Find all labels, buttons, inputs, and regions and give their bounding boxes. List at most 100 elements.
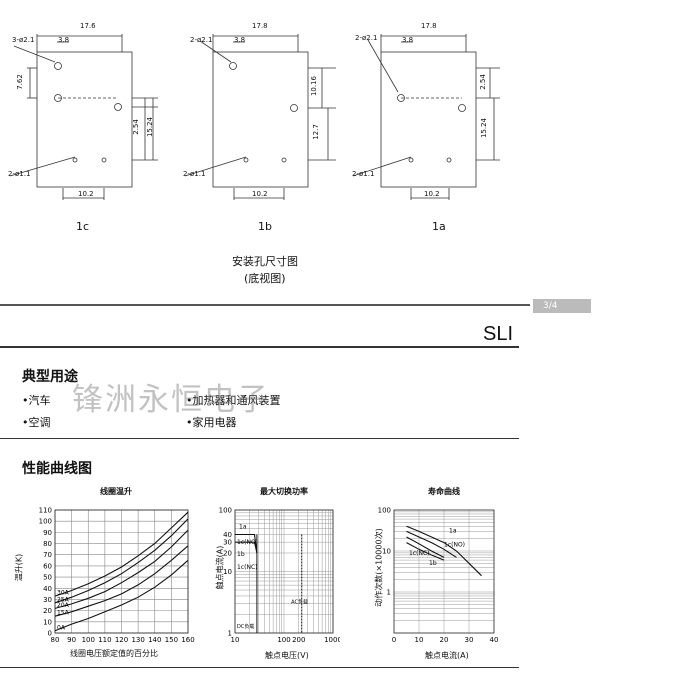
dim-hole-a-1b: 2-ø2.1 <box>190 36 213 44</box>
series-line-0A <box>54 559 189 632</box>
x-tick-label: 120 <box>115 636 128 644</box>
x-tick-label: 10 <box>415 636 424 644</box>
y-tick-label: 80 <box>43 540 52 548</box>
dim-hole-a-1c: 3-ø2.1 <box>12 36 35 44</box>
label-ac-load: AC负载 <box>291 599 308 606</box>
y-tick-label: 90 <box>43 529 52 537</box>
dim-v1-1b: 10.16 <box>310 75 319 97</box>
label-1b: 1b <box>237 551 245 558</box>
x-tick-label: 40 <box>490 636 499 644</box>
y-tick-label: 20 <box>223 549 232 557</box>
dim-width-1c: 17.6 <box>80 22 96 30</box>
dim-bottom-1a: 10.2 <box>424 190 440 198</box>
dim-hole-b-1a: 2-ø1.1 <box>352 170 375 178</box>
dim-v2-1a: 15.24 <box>480 117 489 139</box>
dim-v1-1c: 7.62 <box>15 74 24 90</box>
usage-item: •加热器和通风装置 <box>186 394 281 407</box>
drawing-subtitle: (底视图) <box>244 272 286 285</box>
series-label-1c(NO): 1c(NO) <box>444 541 465 548</box>
y-tick-label: 40 <box>223 531 232 539</box>
dim-width-1a: 17.8 <box>421 22 437 30</box>
usage-rule <box>0 438 519 439</box>
y-tick-label: 10 <box>223 568 232 576</box>
x-tick-label: 30 <box>465 636 474 644</box>
watermark: 锋洲永恒电子 <box>72 382 270 418</box>
dim-offset-1a: 3.8 <box>402 36 414 44</box>
chart1-ylabel: 温升(K) <box>14 553 24 582</box>
y-tick-label: 1 <box>387 589 391 597</box>
y-tick-label: 40 <box>43 585 52 593</box>
x-tick-label: 100 <box>277 636 290 644</box>
dim-v1-1a: 2.54 <box>478 74 487 90</box>
x-tick-label: 0 <box>392 636 396 644</box>
plot-frame <box>234 509 334 634</box>
series-rule <box>0 346 519 348</box>
x-tick-label: 200 <box>292 636 305 644</box>
x-tick-label: 150 <box>165 636 178 644</box>
caption-1c: 1c <box>76 220 90 233</box>
x-tick-label: 20 <box>440 636 449 644</box>
dim-width-1b: 17.8 <box>252 22 268 30</box>
y-tick-label: 20 <box>43 607 52 615</box>
series-label-25A: 25A <box>57 596 70 603</box>
usage-heading: 典型用途 <box>22 369 78 385</box>
chart2-xlabel: 触点电压(V) <box>265 651 309 660</box>
label-1c-no: 1c(NO) <box>237 539 258 546</box>
plot-frame <box>54 509 189 634</box>
y-tick-label: 50 <box>43 574 52 582</box>
x-tick-label: 110 <box>98 636 111 644</box>
series-label-20A: 20A <box>57 602 70 609</box>
dim-bottom-1b: 10.2 <box>252 190 268 198</box>
label-dc-load: DC负载 <box>237 623 254 630</box>
y-tick-label: 110 <box>39 507 52 515</box>
dim-hole-b-1b: 2-ø1.1 <box>183 170 206 178</box>
dim-v2-1b: 12.7 <box>311 124 320 140</box>
series-line-1a <box>406 525 482 577</box>
series-label-1b: 1b <box>429 560 437 567</box>
series-name: SLI <box>483 323 514 345</box>
x-tick-label: 130 <box>131 636 144 644</box>
dim-hole-a-1a: 2-ø2.1 <box>355 34 378 42</box>
y-tick-label: 10 <box>43 618 52 626</box>
y-tick-label: 60 <box>43 562 52 570</box>
series-line-30A <box>54 511 189 597</box>
y-tick-label: 100 <box>39 518 52 526</box>
top-rule <box>0 304 530 306</box>
label-1c-nc: 1c(NC) <box>237 564 257 571</box>
dim-offset-1b: 3.8 <box>234 36 246 44</box>
drawing-title: 安装孔尺寸图 <box>232 255 298 268</box>
series-line-1c(NO) <box>235 541 258 554</box>
series-line-15A <box>54 545 189 617</box>
usage-item: •家用电器 <box>186 416 237 429</box>
page-tag: 3/4 <box>533 299 591 313</box>
series-label-1c(NC): 1c(NC) <box>409 550 429 557</box>
x-tick-label: 1000 <box>324 636 340 644</box>
dim-v2-1c: 2.54 <box>131 119 140 135</box>
y-tick-label: 100 <box>378 507 391 515</box>
series-line-1c(NC) <box>406 536 445 558</box>
y-tick-label: 10 <box>382 548 391 556</box>
caption-1b: 1b <box>258 220 272 233</box>
x-tick-label: 10 <box>231 636 240 644</box>
series-label-30A: 30A <box>57 590 70 597</box>
series-line-1a <box>235 533 258 554</box>
x-tick-label: 80 <box>51 636 60 644</box>
chart1-xlabel: 线圈电压额定值的百分比 <box>70 649 158 658</box>
plot-frame <box>393 509 495 634</box>
caption-1a: 1a <box>432 220 446 233</box>
usage-item: •空调 <box>22 416 51 429</box>
dim-bottom-1c: 10.2 <box>78 190 94 198</box>
bottom-rule <box>0 667 519 668</box>
series-label-0A: 0A <box>57 624 66 631</box>
series-line-1b <box>406 542 445 561</box>
x-tick-label: 100 <box>82 636 95 644</box>
y-tick-label: 30 <box>43 596 52 604</box>
chart3-xlabel: 触点电流(A) <box>425 651 469 660</box>
dim-offset-1c: 3.8 <box>58 36 70 44</box>
x-tick-label: 90 <box>67 636 76 644</box>
series-label-15A: 15A <box>57 610 70 617</box>
y-tick-label: 1 <box>228 630 232 638</box>
